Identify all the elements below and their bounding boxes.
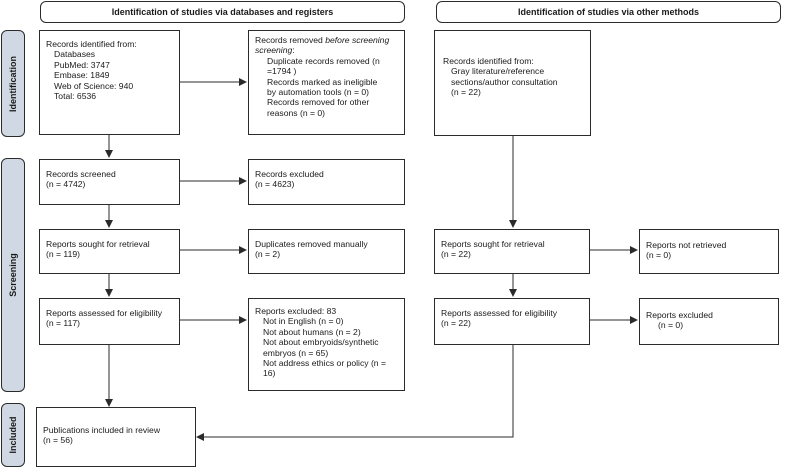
records-removed-box: Records removed before screening screeni… — [248, 30, 405, 135]
removed-line: Records marked as ineligible — [267, 76, 378, 87]
identified-line: PubMed: 3747 — [54, 59, 110, 70]
publications-included-box: Publications included in review (n = 56) — [36, 407, 196, 467]
records-excluded-title: Records excluded — [255, 169, 324, 179]
other-reports-sought-box: Reports sought for retrieval (n = 22) — [434, 229, 590, 274]
other-identified-line: Gray literature/reference — [451, 66, 545, 77]
removed-line: Duplicate records removed (n — [267, 55, 380, 66]
other-sought-title: Reports sought for retrieval — [441, 239, 545, 249]
identified-line: Web of Science: 940 — [54, 80, 134, 91]
other-excluded-title: Reports excluded — [646, 310, 713, 320]
duplicates-removed-count: (n = 2) — [255, 249, 281, 260]
exclusion-line: Not address ethics or policy (n = — [263, 358, 386, 369]
duplicates-removed-title: Duplicates removed manually — [255, 239, 368, 249]
removed-line: Records removed for other — [267, 97, 370, 108]
other-identified-title: Records identified from: — [443, 56, 534, 66]
exclusion-line: Not about embryoids/synthetic — [263, 337, 379, 348]
phase-included-label: Included — [8, 416, 18, 454]
records-screened-count: (n = 4742) — [46, 179, 86, 190]
other-reports-assessed-box: Reports assessed for eligibility (n = 22… — [434, 298, 590, 345]
exclusion-line: 16) — [263, 368, 276, 379]
records-identified-box: Records identified from: Databases PubMe… — [39, 30, 180, 135]
duplicates-removed-box: Duplicates removed manually (n = 2) — [248, 229, 405, 274]
records-removed-title: Records removed before screening — [255, 35, 390, 45]
other-records-identified-box: Records identified from: Gray literature… — [434, 30, 591, 136]
reports-sought-title: Reports sought for retrieval — [46, 239, 150, 249]
phase-included: Included — [1, 403, 25, 467]
exclusion-line: embryos (n = 65) — [263, 347, 329, 358]
phase-screening-label: Screening — [8, 253, 18, 297]
other-excluded-count: (n = 0) — [658, 320, 684, 331]
reports-sought-count: (n = 119) — [46, 249, 80, 260]
publications-included-title: Publications included in review — [43, 425, 161, 435]
exclusion-line: Not in English (n = 0) — [263, 316, 344, 327]
identified-line: Total: 6536 — [54, 91, 97, 102]
reports-assessed-box: Reports assessed for eligibility (n = 11… — [39, 298, 180, 345]
header-other-methods: Identification of studies via other meth… — [436, 1, 781, 23]
other-assessed-count: (n = 22) — [441, 318, 471, 329]
reports-not-retrieved-box: Reports not retrieved (n = 0) — [639, 229, 779, 274]
records-identified-title: Records identified from: — [46, 39, 137, 49]
removed-line: =1794 ) — [267, 66, 297, 77]
header-databases: Identification of studies via databases … — [40, 1, 405, 23]
phase-identification-label: Identification — [8, 55, 18, 112]
not-retrieved-title: Reports not retrieved — [646, 240, 727, 250]
reports-excluded-box: Reports excluded: 83 Not in English (n =… — [248, 298, 405, 391]
reports-excluded-title: Reports excluded: 83 — [255, 306, 337, 316]
other-sought-count: (n = 22) — [441, 249, 471, 260]
other-reports-excluded-box: Reports excluded (n = 0) — [639, 298, 779, 345]
header-other-label: Identification of studies via other meth… — [517, 7, 700, 17]
header-databases-label: Identification of studies via databases … — [111, 7, 334, 17]
records-removed-title-2: screening: — [255, 45, 295, 56]
arrow-other-assessed-to-included — [196, 345, 514, 441]
phase-identification: Identification — [1, 30, 25, 137]
phase-screening: Screening — [1, 158, 25, 392]
identified-line: Embase: 1849 — [54, 70, 110, 81]
identified-line: Databases — [54, 49, 96, 60]
records-screened-box: Records screened (n = 4742) — [39, 159, 180, 205]
records-excluded-box: Records excluded (n = 4623) — [248, 159, 405, 205]
removed-line: by automation tools (n = 0) — [267, 87, 369, 98]
exclusion-line: Not about humans (n = 2) — [263, 326, 361, 337]
reports-assessed-title: Reports assessed for eligibility — [46, 308, 163, 318]
removed-line: reasons (n = 0) — [267, 107, 326, 118]
other-identified-line: sections/author consultation — [451, 76, 558, 87]
publications-included-count: (n = 56) — [43, 435, 73, 446]
other-assessed-title: Reports assessed for eligibility — [441, 308, 558, 318]
records-screened-title: Records screened — [46, 169, 116, 179]
not-retrieved-count: (n = 0) — [646, 250, 672, 261]
reports-assessed-count: (n = 117) — [46, 318, 80, 329]
reports-sought-box: Reports sought for retrieval (n = 119) — [39, 229, 180, 274]
other-identified-line: (n = 22) — [451, 87, 481, 98]
records-excluded-count: (n = 4623) — [255, 179, 295, 190]
